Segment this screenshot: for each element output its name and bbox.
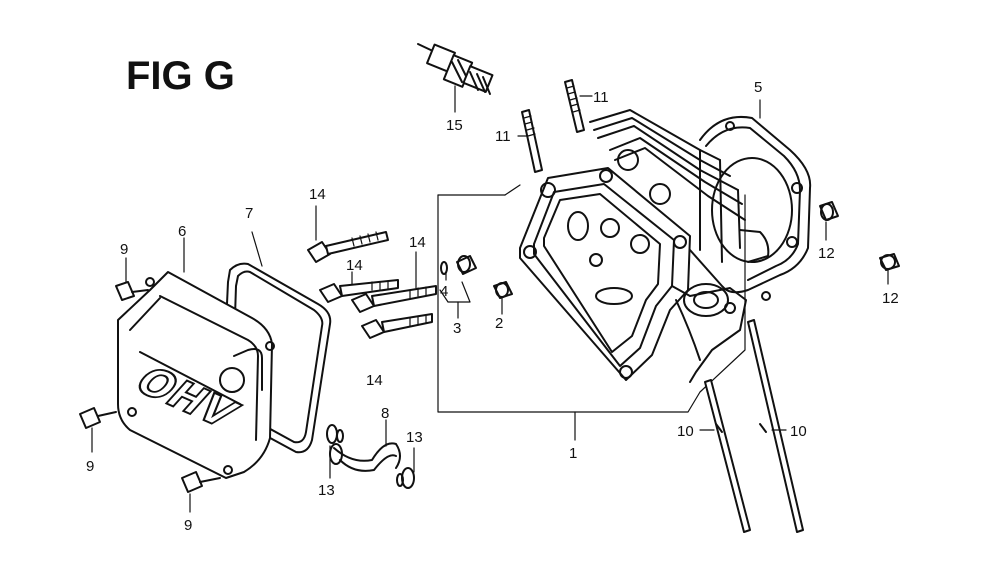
callout-labels: 1 2 3 4 5 6 7 8 9 9 9 10 10 11 11 12 12 … <box>86 79 899 534</box>
callout-12-lower: 12 <box>882 290 899 307</box>
callout-14-bottom: 14 <box>366 372 383 389</box>
flange-bolts-part <box>79 257 221 513</box>
head-cover-packing-part <box>221 231 332 454</box>
callout-15: 15 <box>446 117 463 134</box>
head-gasket-part <box>689 99 812 301</box>
stud-bolts-part <box>517 79 593 173</box>
callout-14-mid-left: 14 <box>346 257 363 274</box>
callout-11-top: 11 <box>593 89 609 106</box>
figure-title: FIG G <box>126 54 235 98</box>
callout-14-top: 14 <box>309 186 326 203</box>
head-bolts-part <box>307 205 437 339</box>
spark-plug-part <box>417 43 494 113</box>
cylinder-head-part <box>519 109 770 383</box>
callout-13-left: 13 <box>318 482 335 499</box>
dowels-and-oring-part <box>439 255 513 319</box>
callout-10-left: 10 <box>677 423 694 440</box>
callout-9-left: 9 <box>86 458 94 475</box>
callout-11-left: 11 <box>495 128 511 145</box>
callout-7: 7 <box>245 205 253 222</box>
breather-tube-part <box>326 419 415 489</box>
callout-2: 2 <box>495 315 503 332</box>
callout-6: 6 <box>178 223 186 240</box>
callout-3: 3 <box>453 320 461 337</box>
assembly-bracket <box>437 184 746 441</box>
callout-9-top: 9 <box>120 241 128 258</box>
callout-12-upper: 12 <box>818 245 835 262</box>
push-rods-part <box>699 319 804 533</box>
dowel-pins-12-part <box>819 201 900 285</box>
callout-10-right: 10 <box>790 423 807 440</box>
callout-13-right: 13 <box>406 429 423 446</box>
callout-9-bottom: 9 <box>184 517 192 534</box>
callout-5: 5 <box>754 79 762 96</box>
callout-1: 1 <box>569 445 577 462</box>
callout-8: 8 <box>381 405 389 422</box>
callout-4: 4 <box>440 283 448 300</box>
head-cover-part: OHV <box>117 237 275 479</box>
callout-14-mid-right: 14 <box>409 234 426 251</box>
